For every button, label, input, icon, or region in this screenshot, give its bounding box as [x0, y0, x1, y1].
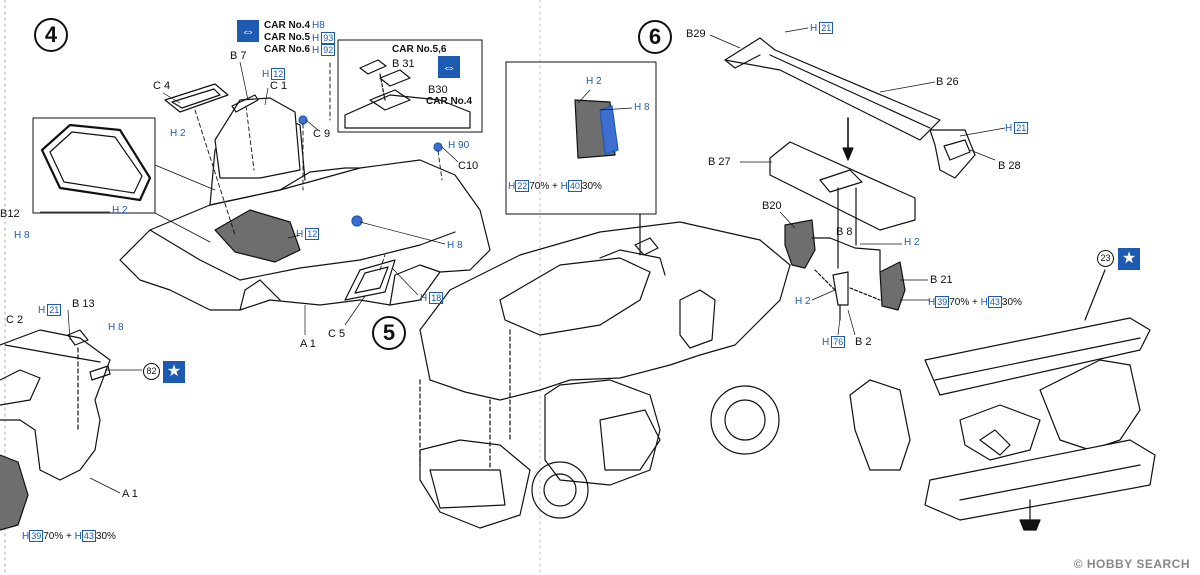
car-variant-5: CAR No.5: [264, 32, 311, 43]
part-label-c4: C 4: [153, 80, 171, 92]
part-label-c2: C 2: [6, 314, 24, 326]
part-label-b31: B 31: [392, 58, 415, 70]
part-label-b29: B29: [686, 28, 706, 40]
swap-icon-inset: ⇔: [438, 56, 460, 78]
paint-h8-b13: H 8: [108, 322, 124, 333]
part-label-c5: C 5: [328, 328, 346, 340]
part-label-b21: B 21: [930, 274, 953, 286]
step4-body-shell: [119, 109, 491, 311]
part-label-b7: B 7: [230, 50, 247, 62]
paint-h2-b2: H 2: [795, 296, 811, 307]
step-number-5: 5: [372, 316, 406, 350]
step5-car: [419, 221, 791, 529]
paint-h8-step6: H 8: [634, 102, 650, 113]
part-label-b8: B 8: [836, 226, 853, 238]
reference-23: 23: [1097, 250, 1114, 267]
part-label-b28: B 28: [998, 160, 1021, 172]
part-label-a1-left: A 1: [122, 488, 138, 500]
paint-h2-b8: H 2: [904, 237, 920, 248]
paint-h90: H 90: [448, 140, 470, 151]
part-label-c9: C 9: [313, 128, 331, 140]
paint-h2-step6: H 2: [586, 76, 602, 87]
paint-h2-c4: H 2: [170, 128, 186, 139]
part-label-b27: B 27: [708, 156, 731, 168]
watermark: © HOBBY SEARCH: [1073, 557, 1190, 571]
part-label-b30: B30: [428, 84, 448, 96]
part-label-a1-center: A 1: [300, 338, 316, 350]
paint-h8-side: H 8: [447, 240, 463, 251]
part-label-b12: B12: [0, 208, 20, 220]
car-variant-4: CAR No.4: [264, 20, 311, 31]
part-label-b2: B 2: [855, 336, 872, 348]
star-icon-23: ★: [1118, 248, 1140, 270]
step-number-6: 6: [638, 20, 672, 54]
step-number-4: 4: [34, 18, 68, 52]
reference-82: 82: [143, 363, 160, 380]
part-label-b20: B20: [762, 200, 782, 212]
swap-icon: ⇔: [237, 20, 259, 42]
star-icon-82: ★: [163, 361, 185, 383]
paint-h8-left: H 8: [14, 230, 30, 241]
inset-car4-label: CAR No.4: [426, 96, 473, 107]
car-variant-4-paint: H8: [312, 20, 325, 31]
part-label-b26: B 26: [936, 76, 959, 88]
part-label-b13: B 13: [72, 298, 95, 310]
part-label-c10: C10: [458, 160, 479, 172]
car-variant-6: CAR No.6: [264, 44, 311, 55]
part-label-c1: C 1: [270, 80, 288, 92]
inset-car-title: CAR No.5,6: [392, 44, 447, 55]
paint-h2-inset: H 2: [112, 205, 128, 216]
